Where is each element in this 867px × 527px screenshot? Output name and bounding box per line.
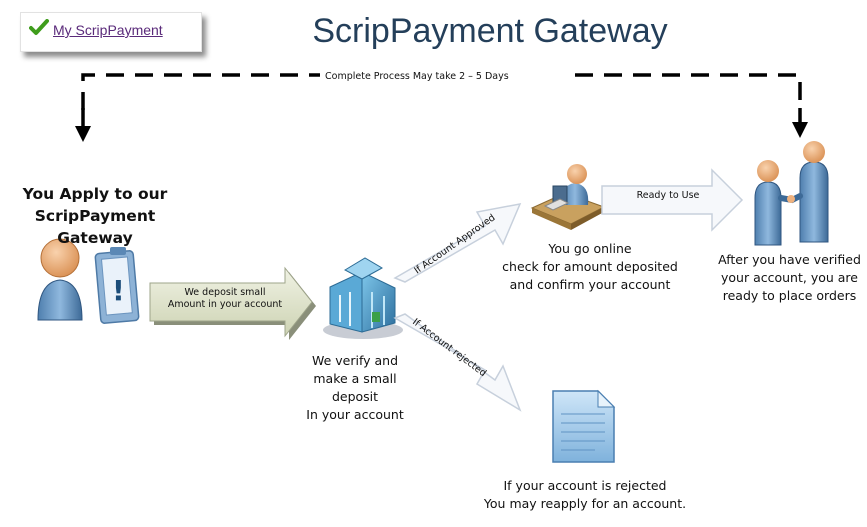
verified-line-2: your account, you are <box>721 270 858 285</box>
online-line-2: check for amount deposited <box>502 259 678 274</box>
my-scrippayment-link[interactable]: My ScripPayment <box>53 22 163 38</box>
verify-line-2: make a small deposit <box>313 371 397 404</box>
online-user-icon <box>530 164 606 230</box>
verify-step-caption: We verify and make a small deposit In yo… <box>290 352 420 424</box>
rejected-line-1: If your account is rejected <box>503 478 667 493</box>
page-title: ScripPayment Gateway <box>312 12 668 50</box>
rejected-arrow-label: If Account rejected <box>410 317 488 380</box>
document-icon <box>552 389 616 463</box>
verify-line-1: We verify and <box>311 353 399 368</box>
verify-line-3: In your account <box>306 407 404 422</box>
online-line-3: and confirm your account <box>509 277 671 292</box>
bank-building-icon <box>323 257 403 339</box>
deposit-arrow-line-2: Amount in your account <box>168 299 283 310</box>
svg-text:!: ! <box>112 274 125 307</box>
rejected-step-caption: If your account is rejected You may reap… <box>470 477 700 513</box>
applicant-icon <box>37 238 83 321</box>
application-form-icon: ! <box>94 247 140 324</box>
verified-line-1: After you have verified <box>718 252 861 267</box>
rejected-line-2: You may reapply for an account. <box>483 496 687 511</box>
deposit-arrow-line-1: We deposit small <box>184 287 265 298</box>
deposit-arrow <box>149 266 316 340</box>
apply-line-2: ScripPayment Gateway <box>34 207 156 247</box>
ready-to-use-label: Ready to Use <box>637 190 700 201</box>
online-line-1: You go online <box>548 241 632 256</box>
verified-line-3: ready to place orders <box>722 288 857 303</box>
approved-arrow-label: If Account Approved <box>412 212 497 276</box>
apply-step-caption: You Apply to our ScripPayment Gateway <box>0 183 190 249</box>
apply-line-1: You Apply to our <box>22 185 168 203</box>
handshake-icon <box>754 141 829 246</box>
checkmark-icon <box>29 19 49 35</box>
approved-arrow <box>393 203 522 283</box>
my-scrippayment-tab: My ScripPayment <box>20 12 202 52</box>
process-duration-bracket <box>75 73 808 142</box>
ready-to-use-arrow <box>601 168 744 232</box>
process-duration-label: Complete Process May take 2 – 5 Days <box>325 71 509 82</box>
online-step-caption: You go online check for amount deposited… <box>495 240 685 294</box>
verified-step-caption: After you have verified your account, yo… <box>712 251 867 305</box>
rejected-arrow <box>393 313 522 412</box>
